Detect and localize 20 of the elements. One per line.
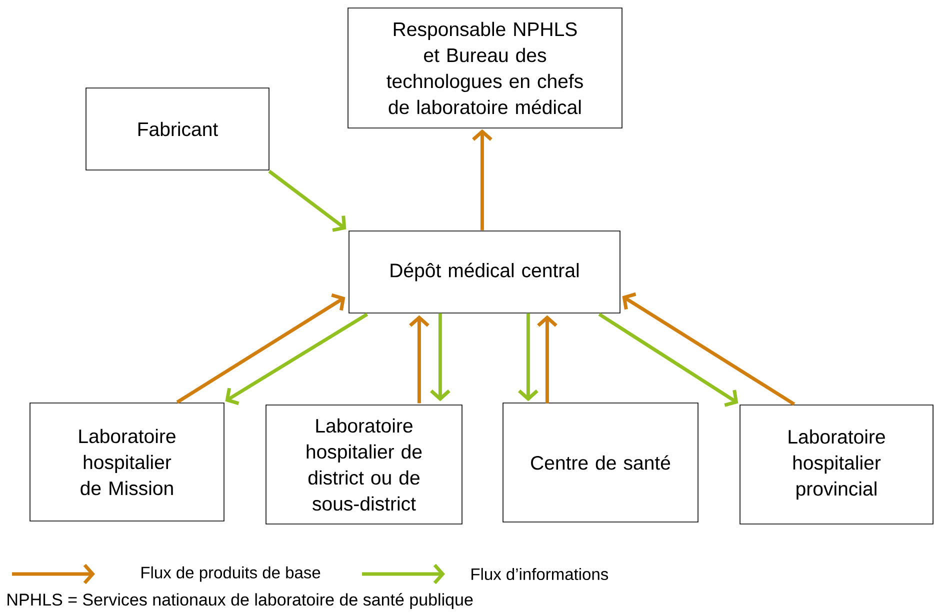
arrow: [518, 313, 538, 402]
process-box: Dépôt médical central: [348, 230, 620, 314]
arrow: [430, 313, 450, 402]
legend-text: Flux d’informations: [472, 568, 608, 580]
arrow: [409, 315, 430, 404]
arrow: [472, 129, 492, 230]
arrow: [537, 315, 558, 404]
process-box: Laboratoire hospitalier de district ou de sous-district: [266, 404, 462, 524]
process-box: Centre de santé: [502, 402, 698, 522]
arrow: [225, 312, 368, 406]
process-box: Laboratoire hospitalier provincial: [740, 404, 934, 524]
process-box: Fabricant: [86, 88, 270, 170]
arrow: [622, 292, 796, 406]
note: NPHLS = Services nationaux de laboratoire de santé publique: [8, 592, 473, 610]
arrow: [598, 312, 738, 407]
arrow: [176, 293, 346, 404]
arrow: [268, 170, 346, 232]
process-box: Responsable NPHLS et Bureau des technologues en chefs de laboratoire médical: [348, 8, 622, 128]
legend-text: Flux de produits de base: [142, 566, 320, 582]
process-box: Laboratoire hospitalier de Mission: [30, 402, 224, 522]
